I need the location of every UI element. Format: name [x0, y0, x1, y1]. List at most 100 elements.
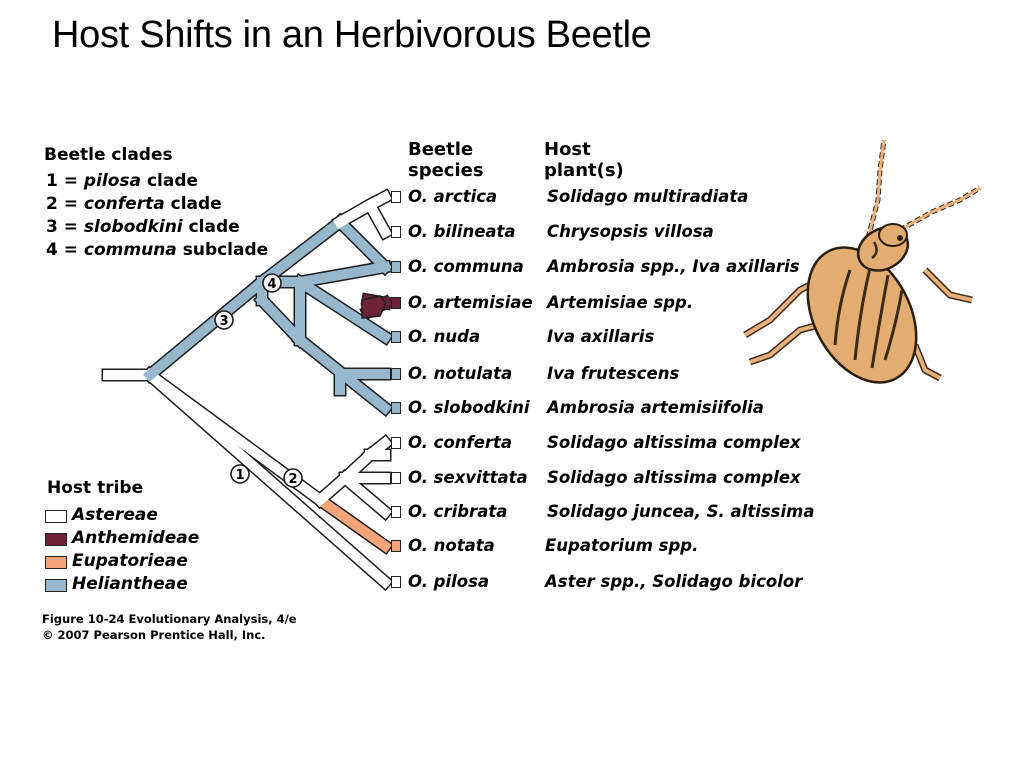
clade-suffix: subclade	[182, 240, 269, 260]
clade-name: communa	[83, 240, 177, 260]
host-plant-name: Solidago altissima complex	[547, 468, 801, 487]
species-name: O. slobodkini	[408, 398, 530, 417]
species-name: O. pilosa	[408, 572, 490, 591]
tribe-heliantheae: Heliantheae	[72, 574, 188, 594]
clade-suffix: clade	[188, 217, 240, 237]
clade-item-3: 3 = slobodkini clade	[46, 217, 240, 237]
node-markers: 1 2 3 4	[214, 273, 303, 488]
node-label: 3	[219, 314, 228, 329]
species-name: O. communa	[408, 257, 524, 276]
tree-branches	[101, 188, 395, 592]
host-plant-name: Solidago altissima complex	[547, 433, 801, 452]
species-name: O. notulata	[408, 364, 513, 383]
host-plant-name: Ambrosia spp., Iva axillaris	[547, 257, 800, 276]
clade-name: pilosa	[83, 171, 142, 191]
host-plant-name: Iva axillaris	[547, 327, 655, 346]
clade-suffix: clade	[170, 194, 222, 214]
host-column-header: Host plant(s)	[544, 139, 624, 181]
species-name: O. cribrata	[408, 502, 508, 521]
node-label: 1	[235, 468, 244, 483]
tribe-color-box	[391, 297, 401, 309]
slide-title: Host Shifts in an Herbivorous Beetle	[52, 14, 652, 56]
tree-branch-fill	[333, 198, 377, 229]
tribe-color-box	[391, 506, 401, 518]
host-plant-name: Ambrosia artemisiifolia	[547, 398, 764, 417]
clade-num: 4 =	[46, 240, 78, 260]
species-name: O. conferta	[408, 433, 513, 452]
node-circle	[262, 273, 282, 293]
tree-branch-fill	[332, 214, 393, 275]
node-label: 2	[288, 472, 297, 487]
clade-suffix: clade	[146, 171, 199, 191]
node-circle	[283, 468, 303, 488]
clade-item-1: 1 = pilosa clade	[46, 171, 198, 191]
tribe-color-box	[391, 368, 401, 380]
tree-branch-fill	[142, 274, 270, 383]
tree-branch-fill	[294, 261, 391, 288]
tree-branch-fill	[254, 214, 348, 290]
tribe-color-box	[391, 191, 401, 203]
tribe-color-box	[391, 331, 401, 343]
elytra-stripe	[883, 289, 904, 361]
antenna-left-fill	[866, 139, 886, 239]
antenna-right-fill	[899, 186, 981, 232]
species-name: O. notata	[408, 536, 495, 555]
leg-hind-right-fill	[913, 344, 941, 380]
host-plant-name: Solidago juncea, S. altissima	[547, 502, 815, 521]
swatch-heliantheae	[45, 579, 67, 592]
species-name: O. arctica	[408, 187, 498, 206]
clade-name: conferta	[83, 194, 165, 214]
host-header-line-2: plant(s)	[544, 160, 624, 181]
species-header-line-1: Beetle	[408, 139, 474, 160]
figure-caption: Figure 10-24 Evolutionary Analysis, 4/e	[42, 612, 297, 626]
swatch-astereae	[45, 510, 67, 523]
elytra-stripe	[853, 267, 872, 361]
tree-branch-fill	[313, 493, 392, 553]
clade-num: 1 =	[46, 171, 78, 191]
swatch-anthemideae	[45, 533, 67, 546]
tribe-color-box	[391, 472, 401, 484]
host-plant-name: Artemisiae spp.	[547, 293, 694, 312]
beetle-head	[878, 223, 908, 247]
species-name: O. nuda	[408, 327, 481, 346]
tribe-color-box	[391, 226, 401, 238]
species-column-header: Beetle species	[408, 139, 484, 181]
tree-branch-fill	[293, 275, 392, 344]
species-header-line-2: species	[408, 160, 484, 181]
tribe-color-box	[391, 261, 401, 273]
copyright-caption: © 2007 Pearson Prentice Hall, Inc.	[42, 628, 266, 642]
host-plant-name: Solidago multiradiata	[547, 187, 749, 206]
tribe-color-box	[391, 540, 401, 552]
tree-branch-fill	[337, 470, 393, 520]
host-plant-name: Eupatorium spp.	[545, 536, 699, 555]
clade-num: 2 =	[46, 194, 78, 214]
host-header-line-1: Host	[544, 139, 591, 160]
tribe-color-box	[391, 402, 401, 414]
node-circle	[230, 464, 250, 484]
clade-num: 3 =	[46, 217, 78, 237]
tribe-color-box	[391, 437, 401, 449]
host-tribe-heading: Host tribe	[47, 478, 144, 498]
leg-front-right-fill	[923, 268, 973, 302]
elytra-stripe	[833, 269, 852, 346]
node-label: 4	[267, 277, 276, 292]
host-plant-name: Aster spp., Solidago bicolor	[545, 572, 803, 591]
tribe-anthemideae: Anthemideae	[72, 528, 200, 548]
host-plant-name: Iva frutescens	[547, 364, 680, 383]
clade-name: slobodkini	[83, 217, 183, 237]
tribe-eupatorieae: Eupatorieae	[72, 551, 188, 571]
species-name: O. artemisiae	[408, 293, 533, 312]
tree-branch-fill	[254, 292, 308, 348]
swatch-eupatorieae	[45, 556, 67, 569]
beetle-illustration	[743, 139, 982, 384]
beetle-eye	[897, 235, 903, 241]
clade-item-4: 4 = communa subclade	[46, 240, 268, 260]
clade-item-2: 2 = conferta clade	[46, 194, 222, 214]
species-name: O. sexvittata	[408, 468, 528, 487]
pronotum-mark	[871, 241, 878, 259]
artemisiae-branch	[361, 295, 387, 319]
elytra-stripe	[870, 274, 890, 369]
node-circle	[214, 310, 234, 330]
tree-branch-fill	[363, 198, 392, 239]
